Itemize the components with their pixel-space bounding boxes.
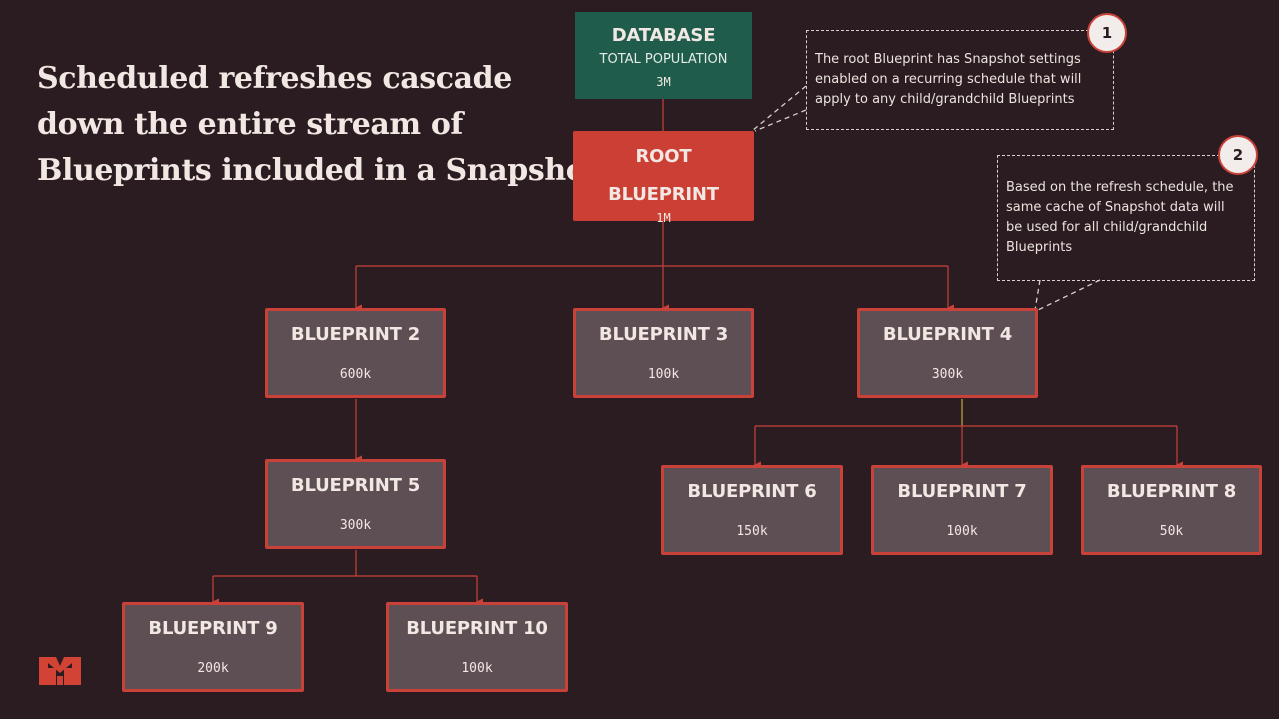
blueprint-10-node: BLUEPRINT 10 100k xyxy=(386,602,568,692)
headline-line-2: down the entire stream of xyxy=(37,107,463,142)
callout-1: The root Blueprint has Snapshot settings… xyxy=(806,30,1114,130)
blueprint-9-node: BLUEPRINT 9 200k xyxy=(122,602,304,692)
callout-2-number-badge: 2 xyxy=(1218,135,1258,175)
blueprint-title: BLUEPRINT 8 xyxy=(1106,481,1237,502)
callout-2-line-2: same cache of Snapshot data will xyxy=(1006,200,1225,215)
blueprint-title: BLUEPRINT 3 xyxy=(598,324,729,345)
blueprint-count: 100k xyxy=(946,524,978,539)
callout-2: Based on the refresh schedule, the same … xyxy=(997,155,1255,281)
callout-2-pointer xyxy=(1034,279,1101,311)
database-title: DATABASE xyxy=(611,25,716,46)
database-subtitle: TOTAL POPULATION xyxy=(599,52,728,67)
blueprint-title: BLUEPRINT 4 xyxy=(882,324,1013,345)
blueprint-4-node: BLUEPRINT 4 300k xyxy=(857,308,1038,398)
headline-line-3: Blueprints included in a Snapshot xyxy=(37,153,599,188)
callout-2-line-4: Blueprints xyxy=(1006,240,1073,255)
blueprint-count: 300k xyxy=(339,518,372,533)
blueprint-title: BLUEPRINT 5 xyxy=(290,475,421,496)
database-count: 3M xyxy=(656,75,671,89)
blueprint-title: BLUEPRINT 9 xyxy=(148,618,278,639)
callout-1-line-2: enabled on a recurring schedule that wil… xyxy=(815,72,1082,87)
database-node: DATABASE TOTAL POPULATION 3M xyxy=(575,12,752,99)
blueprint-title: BLUEPRINT 2 xyxy=(290,324,421,345)
callout-2-line-1: Based on the refresh schedule, the xyxy=(1006,180,1234,195)
blueprint-3-node: BLUEPRINT 3 100k xyxy=(573,308,754,398)
blueprint-7-node: BLUEPRINT 7 100k xyxy=(871,465,1053,555)
blueprint-5-node: BLUEPRINT 5 300k xyxy=(265,459,446,549)
root-count: 1M xyxy=(656,211,671,225)
callout-1-pointer xyxy=(751,85,807,132)
blueprint-2-node: BLUEPRINT 2 600k xyxy=(265,308,446,398)
blueprint-title: BLUEPRINT 10 xyxy=(406,618,548,639)
blueprint-count: 200k xyxy=(197,661,229,676)
headline-line-1: Scheduled refreshes cascade xyxy=(37,61,512,96)
blueprint-count: 600k xyxy=(339,367,372,382)
root-title-line-1: ROOT xyxy=(635,146,692,167)
blueprint-count: 50k xyxy=(1159,524,1184,539)
blueprint-count: 150k xyxy=(736,524,768,539)
callout-2-line-3: be used for all child/grandchild xyxy=(1006,220,1208,235)
blueprint-count: 100k xyxy=(647,367,680,382)
blueprint-title: BLUEPRINT 6 xyxy=(687,481,817,502)
blueprint-count: 100k xyxy=(461,661,493,676)
root-blueprint-node: ROOT BLUEPRINT 1M xyxy=(573,131,754,225)
callout-1-line-1: The root Blueprint has Snapshot settings xyxy=(815,52,1081,67)
root-title-line-2: BLUEPRINT xyxy=(608,184,719,205)
blueprint-title: BLUEPRINT 7 xyxy=(897,481,1027,502)
blueprint-6-node: BLUEPRINT 6 150k xyxy=(661,465,843,555)
headline: Scheduled refreshes cascade down the ent… xyxy=(37,56,599,194)
company-logo-icon xyxy=(39,657,81,685)
callout-1-number-badge: 1 xyxy=(1087,13,1127,53)
blueprint-8-node: BLUEPRINT 8 50k xyxy=(1081,465,1262,555)
callout-1-line-3: apply to any child/grandchild Blueprints xyxy=(815,92,1075,107)
blueprint-count: 300k xyxy=(931,367,964,382)
